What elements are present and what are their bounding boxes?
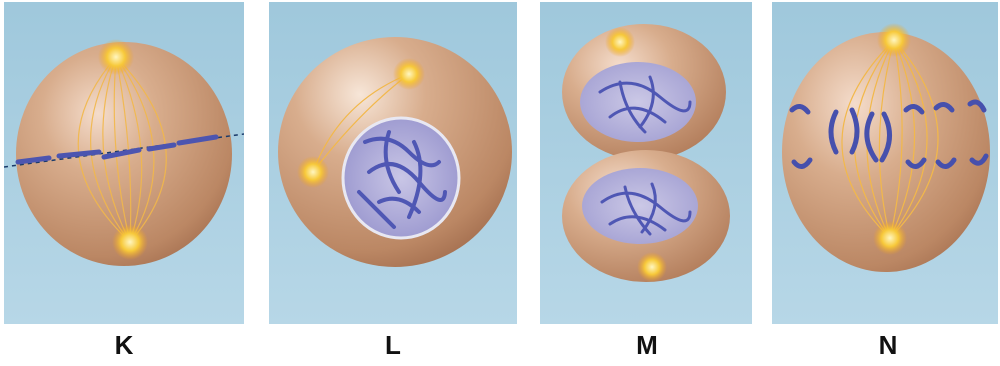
centrosome-upper xyxy=(393,58,425,90)
panel-label-k: K xyxy=(94,330,154,361)
panel-label-l: L xyxy=(363,330,423,361)
panel-m xyxy=(540,2,752,324)
centrosome-bottom xyxy=(112,224,148,260)
centrosome-left xyxy=(297,156,329,188)
nucleus-bottom xyxy=(582,168,698,244)
prophase-cell-illustration xyxy=(269,2,517,324)
panel-n xyxy=(772,2,998,324)
anaphase-cell-illustration xyxy=(772,2,998,324)
nucleus-top xyxy=(580,62,696,142)
nucleus xyxy=(343,118,459,238)
telophase-cell-illustration xyxy=(540,2,752,324)
centrosome-bottom xyxy=(637,252,667,282)
metaphase-cell-illustration xyxy=(4,2,244,324)
panel-k xyxy=(4,2,244,324)
panel-label-n: N xyxy=(858,330,918,361)
centrosome-top xyxy=(98,39,134,75)
centrosome-top xyxy=(605,27,635,57)
panel-label-m: M xyxy=(617,330,677,361)
centrosome-bottom xyxy=(873,221,907,255)
panel-l xyxy=(269,2,517,324)
centrosome-top xyxy=(877,23,911,57)
